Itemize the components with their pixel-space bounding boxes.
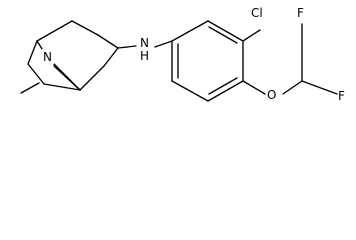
bond	[27, 40, 38, 65]
tropane-ring	[20, 20, 119, 94]
bond	[27, 63, 45, 85]
bond	[103, 47, 119, 67]
cf-bond-bottom	[301, 80, 338, 95]
chloro-bond	[242, 29, 261, 42]
n-methyl-bond	[20, 82, 40, 94]
bond	[207, 80, 244, 102]
ether-bond	[282, 80, 303, 95]
oxygen-label: O	[267, 88, 276, 102]
structure-diagram: N H N Cl O F F	[20, 6, 345, 103]
bond	[117, 45, 137, 49]
substituents	[242, 23, 338, 95]
aromatic-inner-bond	[208, 26, 238, 44]
amine-hydrogen-label: H	[140, 49, 149, 63]
bond	[71, 20, 99, 36]
bond	[79, 65, 105, 91]
bond	[207, 20, 244, 42]
amine-nitrogen-label: N	[140, 36, 149, 50]
benzene-ring	[171, 20, 244, 102]
bond	[43, 83, 81, 91]
amine-linkage	[117, 40, 173, 49]
aromatic-inner-bond	[208, 77, 238, 95]
fluorine-top-label: F	[297, 6, 304, 20]
fluorine-bottom-label: F	[338, 89, 345, 103]
atom-labels: N H N Cl O F F	[42, 6, 345, 103]
chlorine-label: Cl	[251, 6, 263, 20]
bond	[171, 80, 209, 102]
ether-bond	[242, 80, 266, 95]
bond	[51, 61, 81, 91]
bond	[97, 34, 119, 49]
bond	[154, 40, 173, 48]
bond	[36, 20, 73, 42]
bridge-nitrogen-label: N	[43, 50, 52, 64]
bond	[171, 20, 209, 42]
